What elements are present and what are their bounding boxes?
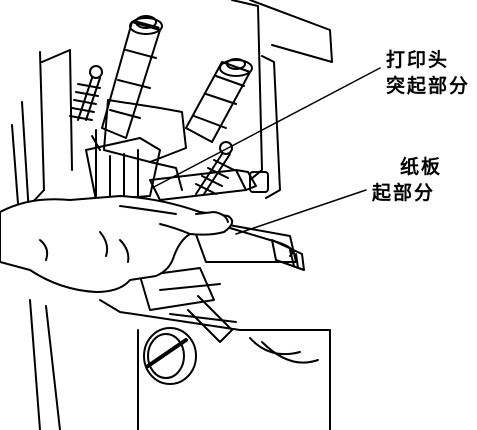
coil-spring-left	[69, 65, 103, 121]
lower-housing	[29, 299, 331, 430]
release-handle	[271, 239, 305, 271]
ribbon-takeup-spindle	[185, 58, 253, 143]
printer-housing	[11, 0, 333, 231]
board-label-line-2: 起部分	[372, 182, 436, 204]
leader-line-board	[235, 189, 367, 235]
board-label-line-1: 纸板	[400, 156, 443, 178]
hand	[0, 195, 234, 293]
media-guide	[139, 267, 237, 343]
printhead-latch	[149, 169, 269, 201]
ribbon-supply-spindle	[101, 15, 163, 139]
coil-spring-right	[195, 141, 235, 195]
leader-lines	[151, 67, 381, 235]
printhead-label-line-1: 打印头	[386, 49, 450, 71]
printhead-label-line-2: 突起部分	[386, 75, 471, 97]
printhead-assembly	[85, 99, 187, 201]
adjustment-dial	[143, 327, 197, 385]
leader-line-printhead	[151, 67, 381, 189]
